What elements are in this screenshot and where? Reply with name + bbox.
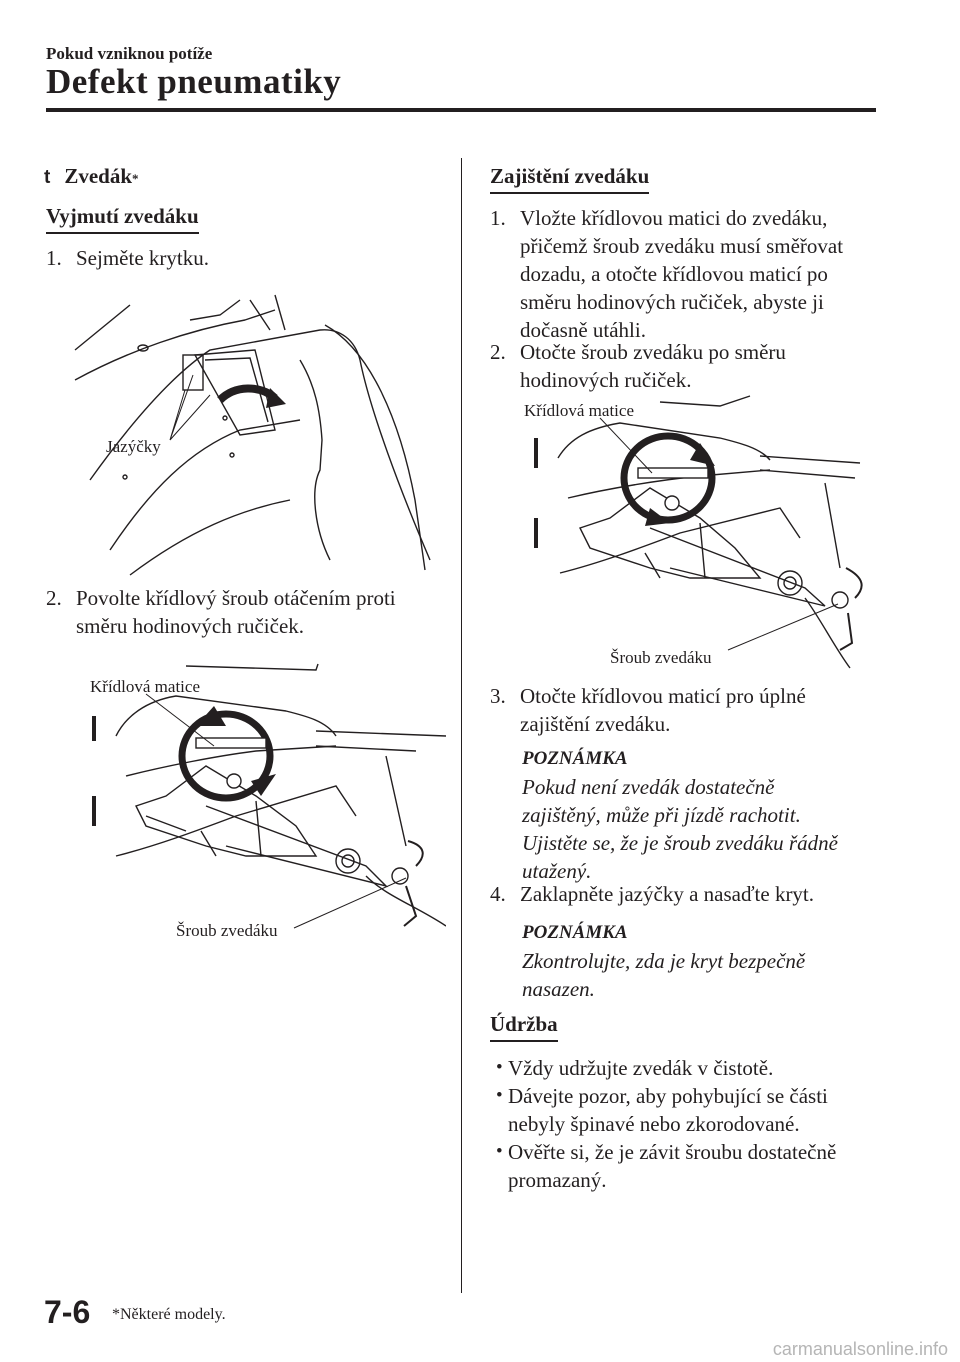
step-line-1: Otočte křídlovou maticí pro úplné [520, 684, 806, 708]
step-line-3: dozadu, a otočte křídlovou maticí po [520, 262, 828, 286]
section-marker-icon: t [44, 167, 51, 188]
title-rule [46, 108, 876, 112]
step-line-2: směru hodinových ručiček. [76, 614, 305, 638]
bullet-line: Vždy udržujte zvedák v čistotě. [508, 1056, 774, 1080]
step-line-5: dočasně utáhli. [520, 318, 646, 342]
note-1: Pokud není zvedák dostatečně zajištěný, … [522, 773, 902, 885]
maintenance-heading: Údržba [490, 1012, 558, 1042]
note-line: nasazen. [522, 977, 595, 1001]
bullet-line: nebyly špinavé nebo zkorodované. [508, 1112, 800, 1136]
fig3-label-screw: Šroub zvedáku [610, 648, 712, 667]
step-line-4: směru hodinových ručiček, abyste ji [520, 290, 824, 314]
fig3-label-nut: Křídlová matice [524, 401, 634, 420]
bullet-line: Dávejte pozor, aby pohybující se části [508, 1084, 828, 1108]
step-number: 1. [46, 246, 62, 270]
note-2-label: POZNÁMKA [522, 922, 628, 943]
step-line-2: přičemž šroub zvedáku musí směřovat [520, 234, 844, 258]
watermark: carmanualsonline.info [772, 1339, 948, 1359]
step-number: 2. [490, 340, 506, 364]
securing-heading: Zajištění zvedáku [490, 164, 650, 194]
wing-nut-tighten-illustration: Křídlová matice Šroub zvedáku [524, 395, 863, 669]
column-divider [461, 158, 462, 1293]
page-number: 7-6 [44, 1294, 91, 1330]
bullet-icon: • [496, 1085, 503, 1106]
step-line-1: Vložte křídlovou matici do zvedáku, [520, 206, 828, 230]
footnote: *Některé modely. [112, 1306, 226, 1323]
note-line: utažený. [522, 859, 592, 883]
removal-heading: Vyjmutí zvedáku [46, 204, 199, 234]
step-line-2: hodinových ručiček. [520, 368, 692, 392]
step-text: Zaklapněte jazýčky a nasaďte kryt. [520, 882, 815, 906]
trunk-cover-illustration: Jazýčky [74, 294, 431, 576]
fig2-label-screw: Šroub zvedáku [176, 921, 278, 940]
note-1-label: POZNÁMKA [522, 748, 628, 769]
step-line-1: Povolte křídlový šroub otáčením proti [76, 586, 396, 610]
note-2: Zkontrolujte, zda je kryt bezpečně nasaz… [522, 947, 902, 1003]
note-line: zajištěný, může při jízdě rachotit. [522, 803, 801, 827]
step-number: 2. [46, 586, 62, 610]
footnote-mark: * [132, 171, 139, 186]
step-number: 3. [490, 684, 506, 708]
step-number: 4. [490, 882, 506, 906]
bullet-line: Ověřte si, že je závit šroubu dostatečně [508, 1140, 837, 1164]
bullet-icon: • [496, 1141, 503, 1162]
section-heading: t Zvedák* [44, 164, 139, 189]
page-title: Defekt pneumatiky [46, 62, 342, 101]
step-line-2: zajištění zvedáku. [520, 712, 671, 736]
bullet-line: promazaný. [508, 1168, 607, 1192]
bullet-icon: • [496, 1057, 503, 1078]
wing-nut-loosen-illustration: Křídlová matice Šroub zvedáku [90, 663, 446, 940]
step-number: 1. [490, 206, 506, 230]
step-text: Sejměte krytku. [76, 246, 209, 270]
note-line: Pokud není zvedák dostatečně [522, 775, 775, 799]
step-line-1: Otočte šroub zvedáku po směru [520, 340, 786, 364]
note-line: Zkontrolujte, zda je kryt bezpečně [522, 949, 806, 973]
section-title: Zvedák [64, 164, 133, 188]
fig2-label-nut: Křídlová matice [90, 677, 200, 696]
note-line: Ujistěte se, že je šroub zvedáku řádně [522, 831, 838, 855]
breadcrumb: Pokud vzniknou potíže [46, 44, 213, 63]
fig1-label: Jazýčky [106, 437, 161, 456]
